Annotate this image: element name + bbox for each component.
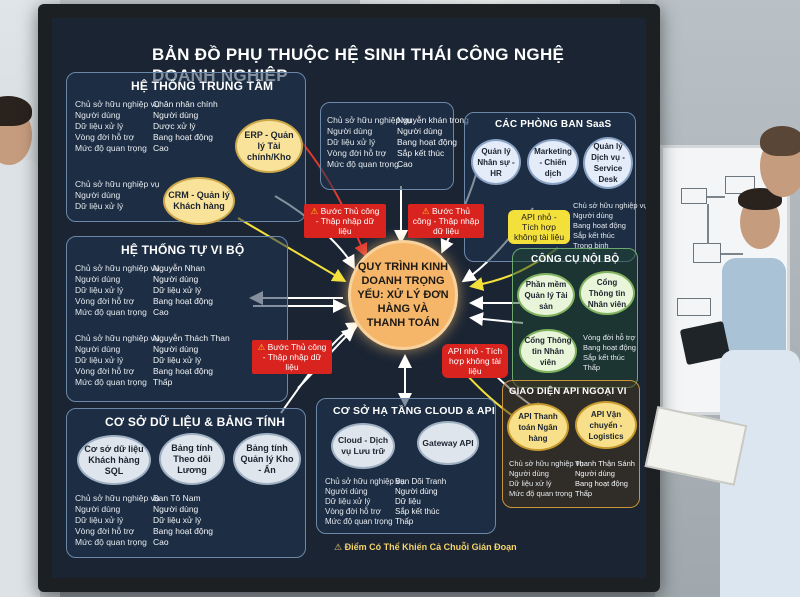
salary-sheet-node[interactable]: Bảng tính Theo dõi Lương xyxy=(159,433,225,485)
core-process-node[interactable]: QUY TRÌNH KINH DOANH TRỌNG YẾU: XỬ LÝ ĐƠ… xyxy=(348,240,458,350)
panel-title-independent: HỆ THỐNG TỰ VI BỘ xyxy=(121,243,245,257)
manual-step-warning-1[interactable]: ⚠ Bước Thủ công - Thập nhập dữ liệu xyxy=(304,204,386,238)
undocumented-api-tag-2[interactable]: API nhỏ - Tích hợp không tài liệu xyxy=(442,344,508,378)
saas-kv: Chủ sở hữu nghiệp vụ Người dùng Bang hoạ… xyxy=(573,201,646,250)
panel-external-api: GIAO DIỆN API NGOẠI VI API Thanh toán Ng… xyxy=(502,380,640,508)
warning-icon: ⚠ xyxy=(334,542,343,552)
central-kv-2: Chủ sở hữu nghiệp vụ Người dùng Dữ liệu … xyxy=(75,179,160,211)
manual-step-warning-3[interactable]: ⚠ Bước Thủ công - Thập nhập dữ liệu xyxy=(252,340,332,374)
stock-sheet-node[interactable]: Bảng tính Quản lý Kho - Ẩn xyxy=(233,433,301,485)
panel-title-saas: CÁC PHÒNG BAN SaaS xyxy=(495,119,612,130)
undocumented-api-tag-1[interactable]: API nhỏ - Tích hợp không tài liệu xyxy=(508,210,570,244)
diagram-screen: BẢN ĐỒ PHỤ THUỘC HỆ SINH THÁI CÔNG NGHỆ … xyxy=(52,18,646,578)
hr-node[interactable]: Quản lý Nhân sự - HR xyxy=(471,139,521,185)
warning-icon: ⚠ xyxy=(421,206,430,216)
panel-title-internal: CÔNG CỤ NỘI BỘ xyxy=(531,254,620,265)
panel-database: CƠ SỞ DỮ LIỆU & BẢNG TÍNH Cơ sở dữ liệu … xyxy=(66,408,306,558)
internal-kv: Vòng đời hỗ trợ Bang hoạt động Sắp kết t… xyxy=(583,333,636,372)
logistics-api-node[interactable]: API Vận chuyển - Logistics xyxy=(575,401,637,449)
sql-node[interactable]: Cơ sở dữ liệu Khách hàng SQL xyxy=(77,435,151,485)
erp-node[interactable]: ERP - Quản lý Tài chính/Kho xyxy=(235,119,303,173)
asset-mgmt-node[interactable]: Phần mềm Quản lý Tài sản xyxy=(517,273,575,317)
marketing-node[interactable]: Marketing - Chiến dịch xyxy=(527,139,579,185)
panel-internal-tools: CÔNG CỤ NỘI BỘ Phần mềm Quản lý Tài sản … xyxy=(512,248,638,388)
staff-portal-node-2[interactable]: Cổng Thông tin Nhân viên xyxy=(519,329,577,373)
panel-title-external: GIAO DIỆN API NGOẠI VI xyxy=(509,386,627,397)
panel-title-central: HỆ THỐNG TRUNG TÂM xyxy=(131,79,274,93)
panel-cloud-api: CƠ SỞ HẠ TẦNG CLOUD & API Cloud - Dịch v… xyxy=(316,398,496,534)
panel-title-cloud: CƠ SỞ HẠ TẦNG CLOUD & API xyxy=(333,405,495,417)
warning-icon: ⚠ xyxy=(257,342,266,352)
disruption-note: ⚠ Điểm Có Thể Khiến Cả Chuỗi Gián Đoạn xyxy=(334,542,517,552)
crm-node[interactable]: CRM - Quản lý Khách hàng xyxy=(163,177,235,225)
service-desk-node[interactable]: Quản lý Dịch vụ - Service Desk xyxy=(583,137,633,189)
staff-portal-node-1[interactable]: Cổng Thông tin Nhân viên xyxy=(579,271,635,315)
display-monitor: BẢN ĐỒ PHỤ THUỘC HỆ SINH THÁI CÔNG NGHỆ … xyxy=(38,4,660,592)
bank-payment-api-node[interactable]: API Thanh toán Ngân hàng xyxy=(507,403,569,451)
cloud-storage-node[interactable]: Cloud - Dịch vụ Lưu trữ xyxy=(331,423,395,469)
warning-icon: ⚠ xyxy=(310,206,319,216)
manual-step-warning-2[interactable]: ⚠ Bước Thủ công - Thập nhập dữ liệu xyxy=(408,204,484,238)
panel-title-database: CƠ SỞ DỮ LIỆU & BẢNG TÍNH xyxy=(105,415,286,429)
gateway-api-node[interactable]: Gateway API xyxy=(417,421,479,465)
